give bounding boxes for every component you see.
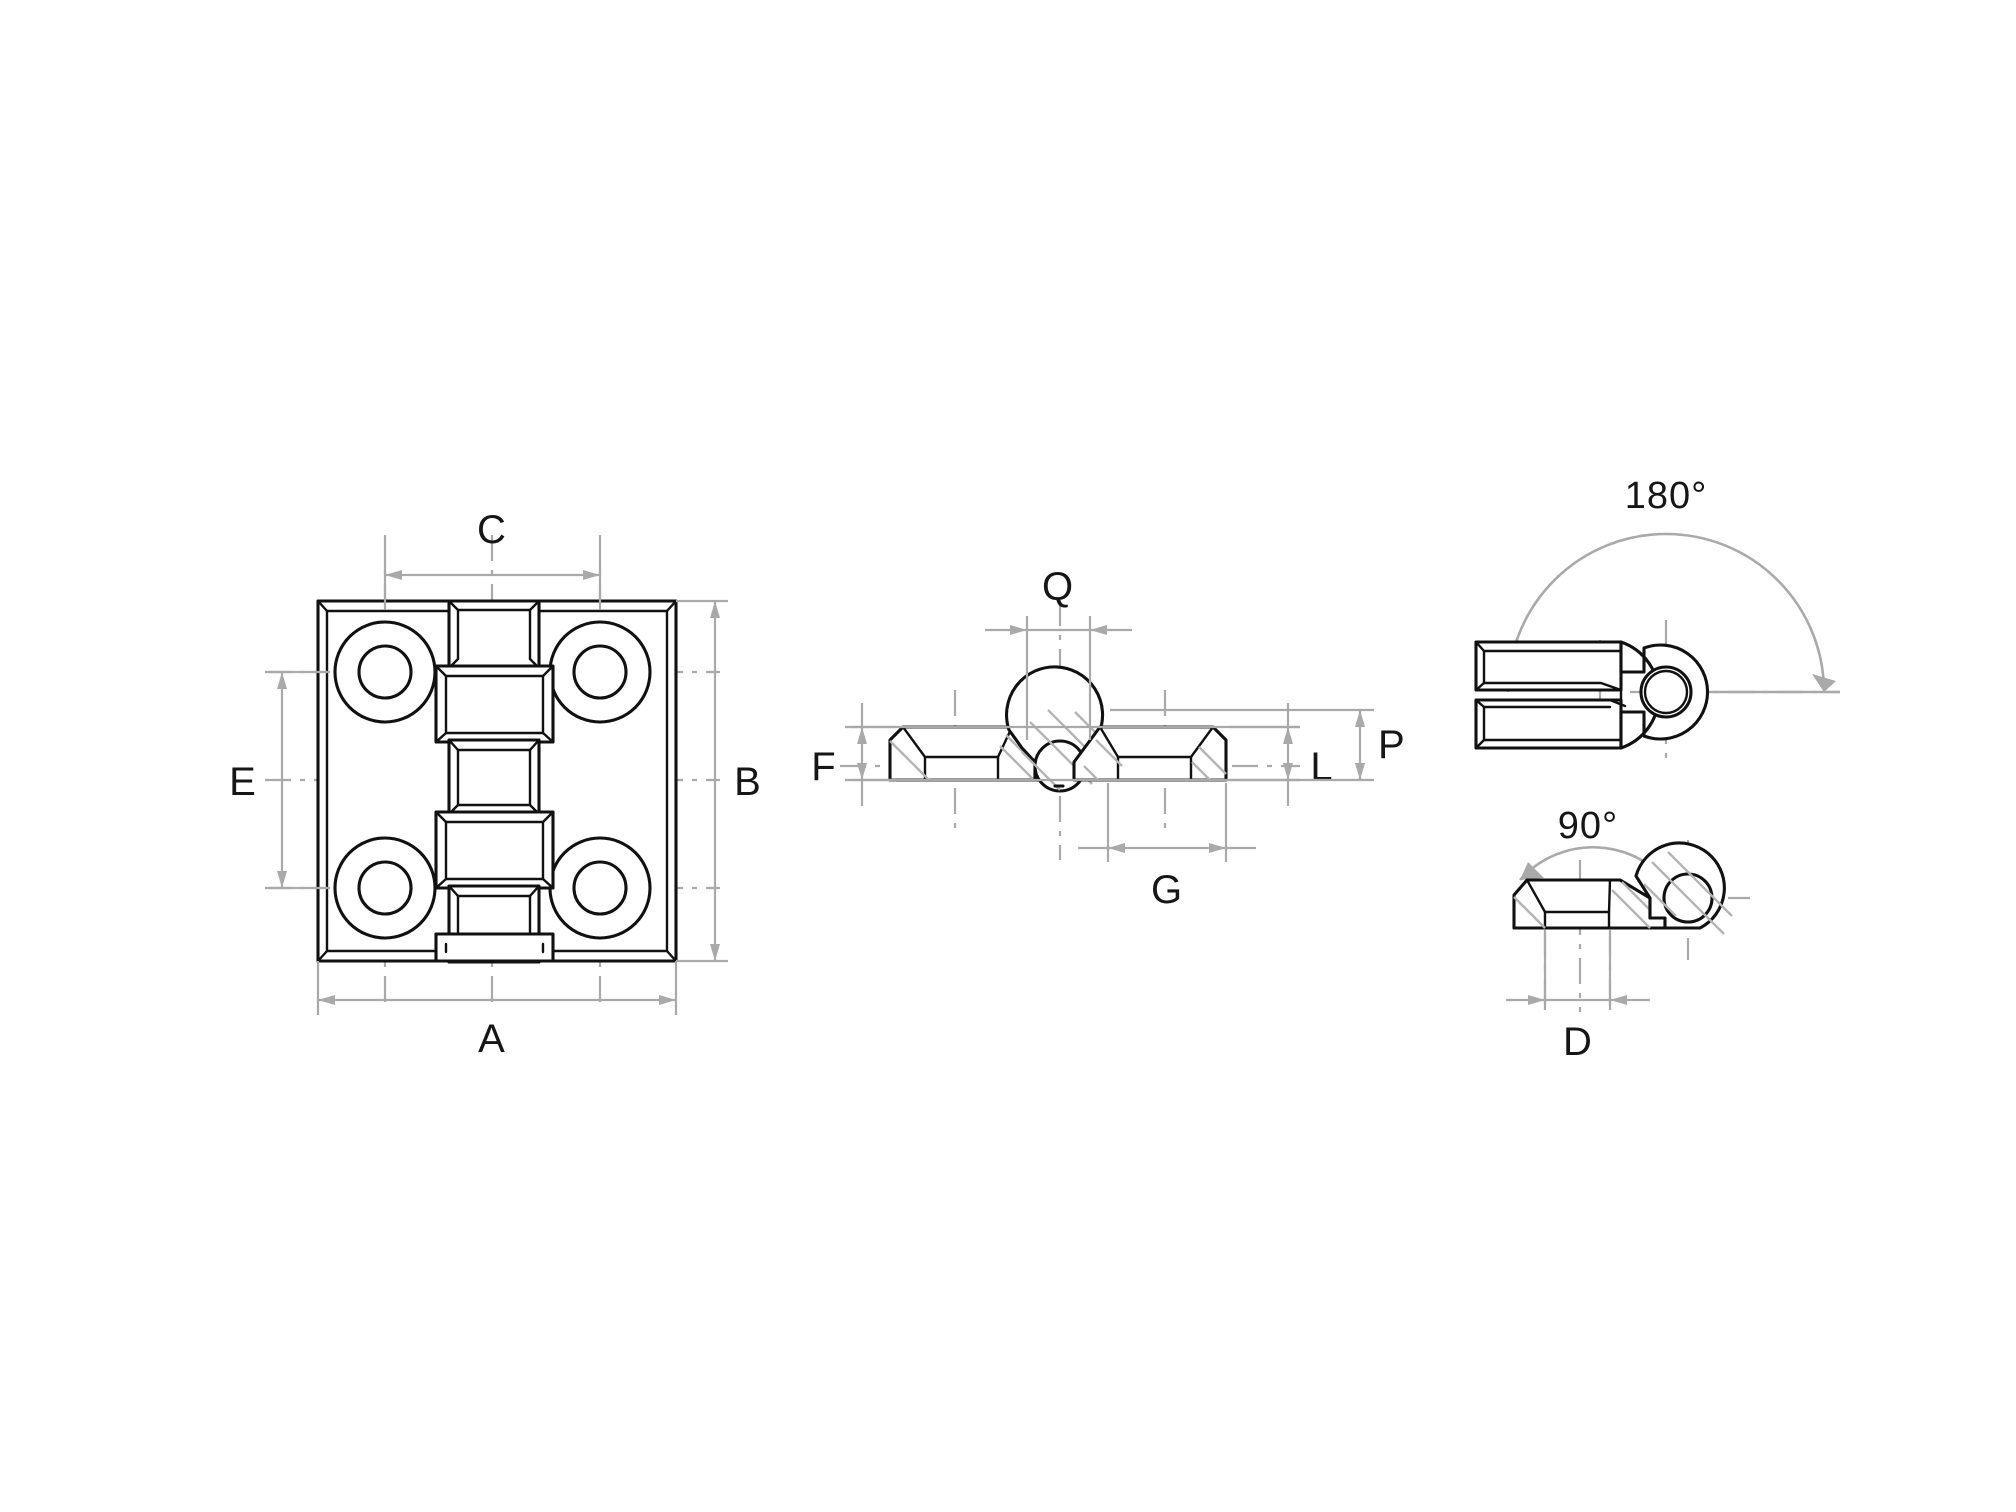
dimension-A: A xyxy=(316,961,678,1061)
dimension-label-C: C xyxy=(477,508,507,552)
side-right-leaf-profile xyxy=(1072,725,1228,782)
dimension-F: F xyxy=(811,703,896,806)
dimension-B: B xyxy=(676,599,762,963)
open-90-knuckle-boss xyxy=(1634,841,1733,935)
dimension-C: C xyxy=(383,508,602,610)
dimension-E: E xyxy=(229,670,330,890)
dimension-label-G: G xyxy=(1151,868,1183,912)
front-knuckle-column xyxy=(434,599,555,964)
open-180-knuckle xyxy=(1608,640,1710,750)
dimension-label-D: D xyxy=(1563,1020,1593,1064)
front-knuckle-3 xyxy=(447,738,541,816)
side-view: Q F L xyxy=(811,565,1406,912)
front-view: C A B xyxy=(229,508,762,1061)
dimension-L: L xyxy=(1230,703,1333,806)
open-180-view: 180° xyxy=(1474,475,1840,760)
front-countersunk-hole-bottom-left xyxy=(333,836,437,940)
dimension-label-E: E xyxy=(229,760,257,804)
front-knuckle-6 xyxy=(434,932,555,963)
front-knuckle-1 xyxy=(447,599,541,670)
front-countersunk-hole-top-left xyxy=(333,620,437,724)
side-view-extension-lines xyxy=(845,725,1300,782)
dimension-label-P: P xyxy=(1378,723,1406,767)
open-180-lower-leaf xyxy=(1474,698,1623,750)
dimension-label-B: B xyxy=(734,760,762,804)
angle-label-180: 180° xyxy=(1625,475,1708,517)
open-90-view: 90° xyxy=(1506,805,1750,1064)
open-180-upper-leaf xyxy=(1474,640,1623,692)
dimension-label-L: L xyxy=(1310,745,1333,789)
dimension-G: G xyxy=(1078,783,1256,912)
dimension-Q: Q xyxy=(985,565,1132,740)
dimension-label-F: F xyxy=(811,745,836,789)
front-countersunk-hole-top-right xyxy=(548,620,652,724)
front-knuckle-4 xyxy=(434,810,555,890)
dimension-P: P xyxy=(1110,708,1406,782)
dimension-label-Q: Q xyxy=(1042,565,1074,609)
front-countersunk-hole-bottom-right xyxy=(548,836,652,940)
dimension-label-A: A xyxy=(478,1017,506,1061)
angle-label-90: 90° xyxy=(1558,805,1618,847)
front-knuckle-2 xyxy=(434,664,555,744)
dimension-D: D xyxy=(1506,932,1650,1064)
